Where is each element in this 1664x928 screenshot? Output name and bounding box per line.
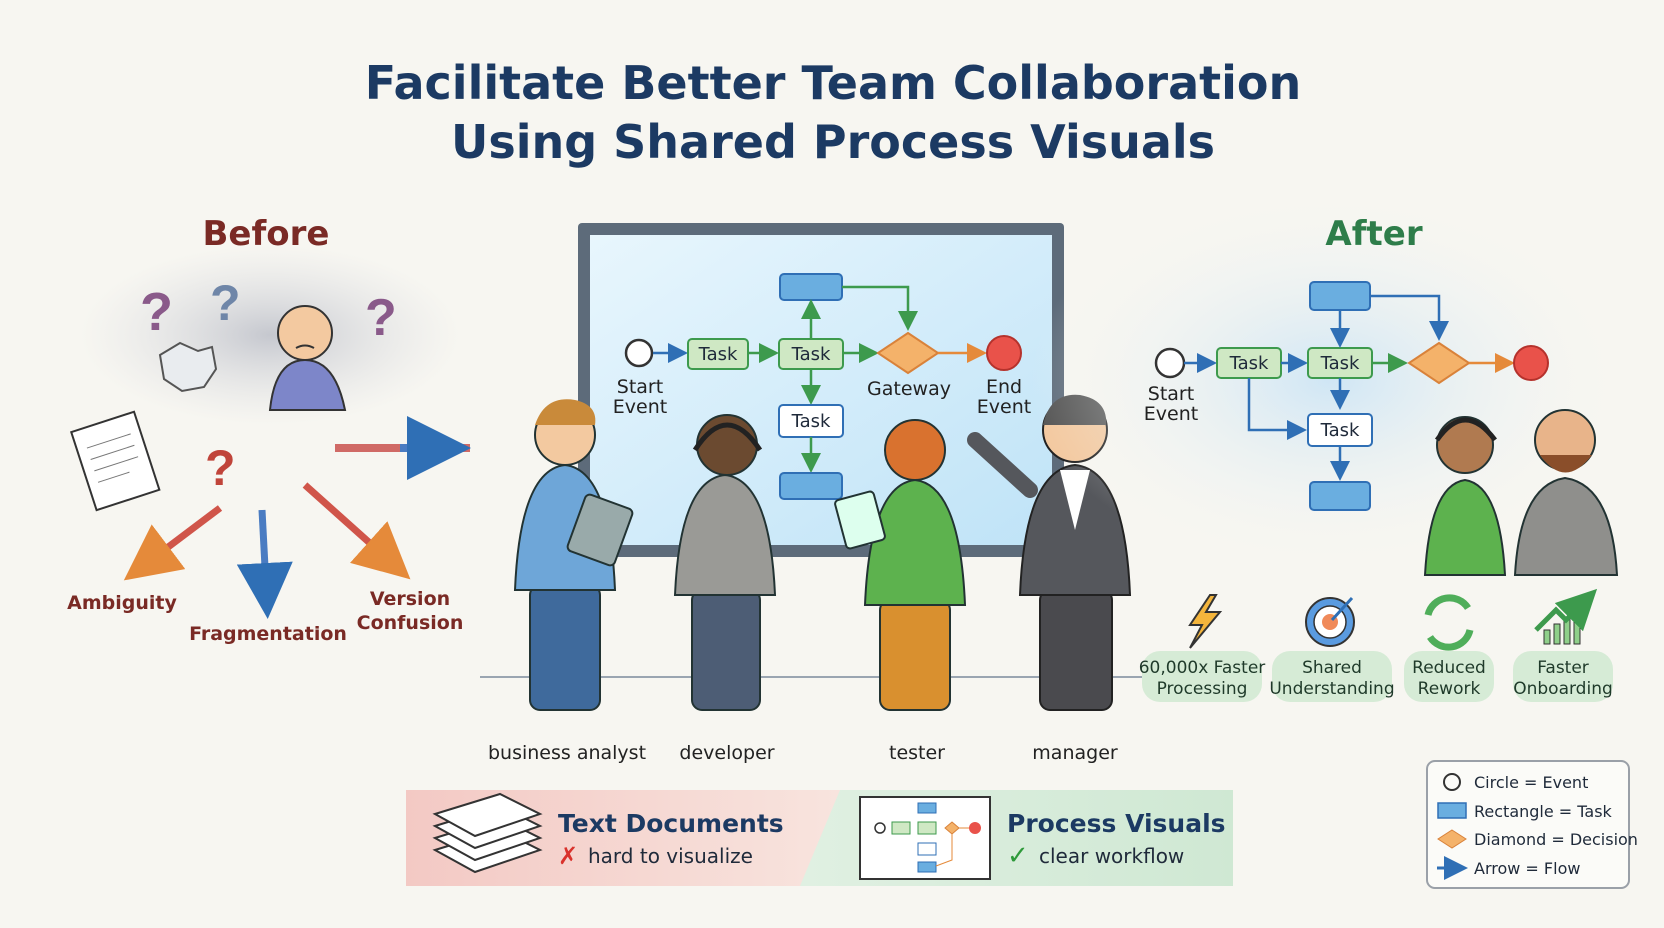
- ambiguity-arrow: [123, 505, 223, 581]
- task-box-blank: [1309, 481, 1371, 511]
- task-label: Task: [1320, 353, 1360, 374]
- legend-diamond-icon: [1437, 829, 1467, 849]
- start-event-label: Start: [617, 376, 663, 398]
- target-icon: [1305, 596, 1355, 647]
- title-line-1: Facilitate Better Team Collaboration: [365, 56, 1301, 110]
- end-event-label: End: [986, 376, 1022, 398]
- growth-chart-icon: [1534, 588, 1598, 645]
- benefit-faster-processing: 60,000x Faster Processing: [1139, 594, 1266, 702]
- role-developer: developer: [679, 742, 774, 764]
- legend-rectangle-icon: [1437, 802, 1467, 819]
- after-section: After Task Task Task Start Event: [1030, 190, 1630, 576]
- end-event-shape: [1513, 345, 1549, 381]
- benefit-text: 60,000x Faster: [1139, 658, 1266, 678]
- benefit-text: Rework: [1418, 679, 1481, 699]
- headset-icon: [692, 422, 763, 452]
- benefit-pill: [1142, 651, 1262, 702]
- question-mark-icon: ?: [205, 440, 236, 496]
- legend: Circle = Event Rectangle = Task Diamond …: [1426, 760, 1638, 889]
- benefit-reduced-rework: Reduced Rework: [1404, 594, 1494, 702]
- confused-person: [268, 305, 347, 411]
- task-label: Task: [791, 344, 831, 365]
- start-event-label: Event: [1144, 403, 1198, 425]
- check-mark-icon: ✓: [1007, 840, 1029, 870]
- title-line-2: Using Shared Process Visuals: [451, 115, 1215, 169]
- x-mark-icon: ✗: [558, 843, 578, 870]
- process-diagram-thumbnail-icon: [859, 796, 991, 880]
- start-event-shape: [624, 338, 654, 368]
- legend-item: Circle = Event: [1474, 773, 1588, 792]
- role-manager: manager: [1032, 742, 1118, 764]
- task-label: Task: [1229, 353, 1269, 374]
- start-event-label: Event: [613, 396, 667, 418]
- lightning-icon: [1188, 594, 1223, 649]
- document-icon: [69, 410, 161, 512]
- after-heading: After: [1325, 214, 1422, 254]
- fragmentation-arrow: [236, 509, 293, 619]
- benefit-pill: [1513, 651, 1613, 702]
- comparison-band: Text Documents ✗ hard to visualize Proce…: [406, 790, 1233, 886]
- benefit-text: Processing: [1157, 679, 1248, 699]
- before-section: Before ? ? ? ? Ambiguity Fragmentation V…: [67, 214, 471, 645]
- question-mark-icon: ?: [210, 275, 241, 331]
- person-support-agent: [1423, 416, 1507, 576]
- benefit-text: Faster: [1537, 658, 1589, 678]
- task-box-blank: [779, 273, 843, 301]
- gateway-shape: [1407, 341, 1471, 385]
- task-box-blank: [1309, 281, 1371, 311]
- process-visuals-title: Process Visuals: [1007, 809, 1226, 838]
- task-label: Task: [698, 344, 738, 365]
- document-stack-icon: [432, 792, 543, 874]
- benefits: 60,000x Faster Processing Shared Underst…: [1139, 588, 1613, 702]
- task-box-blank: [779, 472, 843, 500]
- gateway-shape: [876, 331, 940, 375]
- legend-item: Diamond = Decision: [1474, 830, 1638, 849]
- problem-ambiguity: Ambiguity: [67, 592, 177, 614]
- start-event-shape: [1154, 347, 1186, 379]
- question-mark-icon: ?: [140, 282, 173, 342]
- confusion-cloud: [80, 245, 460, 425]
- start-event-label: Start: [1148, 383, 1194, 405]
- legend-item: Rectangle = Task: [1474, 802, 1613, 821]
- benefit-text: Shared: [1302, 658, 1362, 678]
- problem-version: Version: [370, 588, 450, 610]
- benefit-text: Onboarding: [1513, 679, 1613, 699]
- benefit-faster-onboarding: Faster Onboarding: [1513, 588, 1613, 702]
- role-tester: tester: [889, 742, 945, 764]
- role-business-analyst: business analyst: [488, 742, 646, 764]
- task-label: Task: [1320, 420, 1360, 441]
- person-bearded: [1513, 409, 1619, 576]
- gateway-label: Gateway: [867, 378, 951, 400]
- person-business-analyst: [513, 399, 634, 711]
- process-visuals-subtitle: clear workflow: [1039, 844, 1184, 868]
- task-label: Task: [791, 411, 831, 432]
- text-documents-subtitle: hard to visualize: [588, 844, 753, 868]
- benefit-pill: [1272, 651, 1392, 702]
- legend-item: Arrow = Flow: [1474, 859, 1580, 878]
- benefit-text: Understanding: [1269, 679, 1394, 699]
- legend-circle-icon: [1443, 773, 1461, 791]
- text-documents-title: Text Documents: [558, 809, 784, 838]
- person-developer: [673, 414, 777, 711]
- benefit-text: Reduced: [1412, 658, 1486, 678]
- benefit-shared-understanding: Shared Understanding: [1269, 596, 1395, 702]
- shared-screen: Task Task Task Start Event Gateway End E…: [480, 223, 1150, 678]
- end-event-shape: [986, 335, 1022, 371]
- crumpled-paper-icon: [158, 341, 218, 393]
- person-tester: [834, 419, 967, 711]
- question-mark-icon: ?: [365, 289, 397, 347]
- refresh-icon: [1424, 594, 1474, 651]
- benefit-pill: [1404, 651, 1494, 702]
- end-event-label: Event: [977, 396, 1031, 418]
- problem-fragmentation: Fragmentation: [189, 623, 347, 645]
- problem-confusion: Confusion: [357, 612, 464, 634]
- tablet-icon: [834, 490, 886, 550]
- confusion-arrow: [302, 482, 411, 580]
- tablet-icon: [566, 493, 634, 567]
